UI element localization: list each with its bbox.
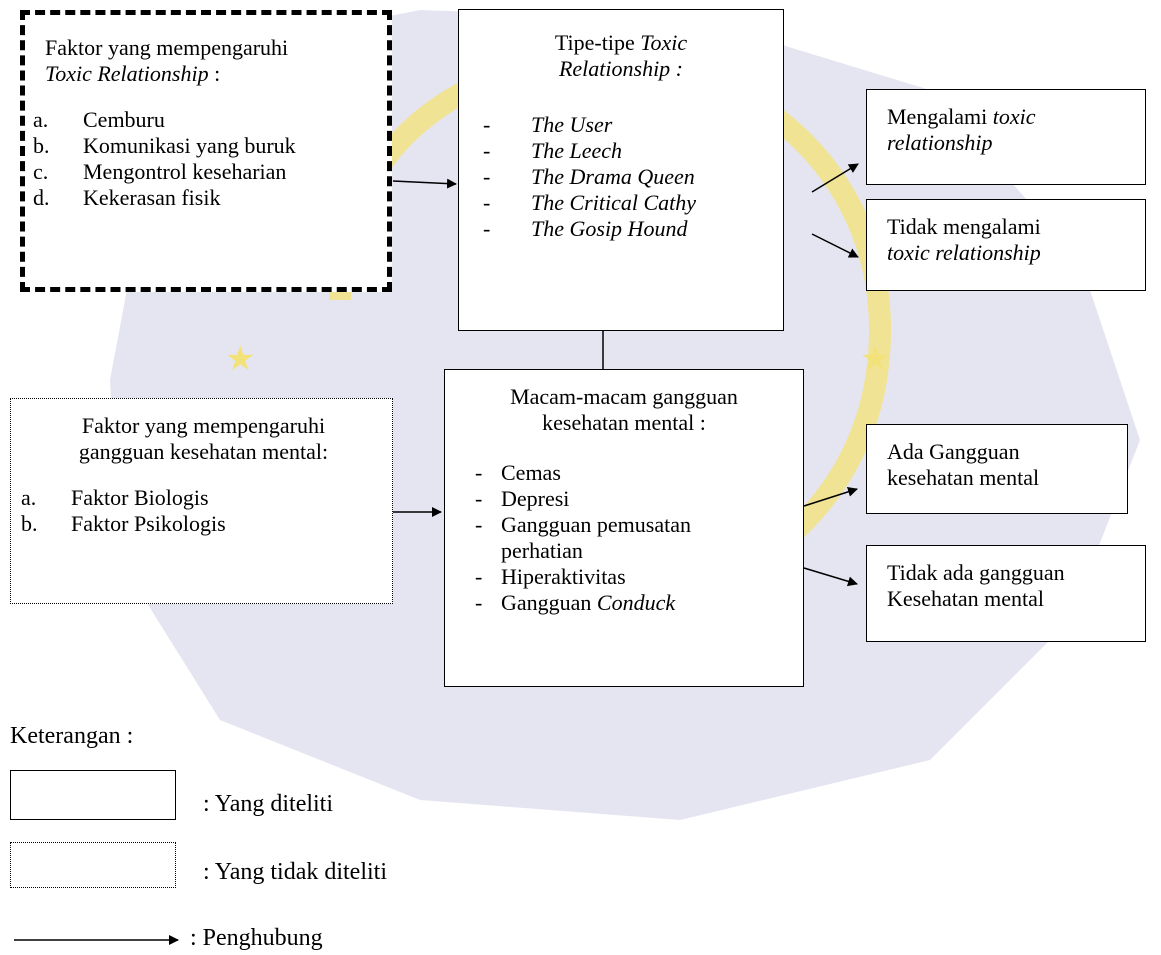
mental-disorders-box: Macam-macam gangguan kesehatan mental : …	[444, 369, 804, 687]
mental-disorder-item: -Hiperaktivitas	[475, 564, 626, 589]
toxic-types-title: Tipe-tipe Toxic Relationship :	[554, 30, 688, 81]
mental-factors-box: Faktor yang mempengaruhi gangguan keseha…	[10, 398, 393, 604]
watermark-star-right: ★	[860, 341, 890, 378]
outcome-toxic-yes-box: Mengalami toxic relationship	[866, 89, 1146, 185]
outcome-toxic-no-line2: toxic relationship	[887, 240, 1041, 265]
mental-disorders-title: Macam-macam gangguan kesehatan mental :	[510, 384, 738, 435]
toxic-type-item: -The Gosip Hound	[483, 216, 688, 241]
outcome-toxic-no-box: Tidak mengalami toxic relationship	[866, 199, 1146, 291]
outcome-toxic-yes-line1: Mengalami toxic	[887, 104, 1036, 129]
outcome-mental-yes-line1: Ada Gangguan	[887, 439, 1020, 464]
mental-disorder-item: -Cemas	[475, 460, 561, 485]
mental-factors-title: Faktor yang mempengaruhi gangguan keseha…	[78, 413, 329, 464]
outcome-mental-yes-box: Ada Gangguan kesehatan mental	[866, 424, 1128, 514]
toxic-type-item: -The Leech	[483, 138, 623, 163]
legend-heading: Keterangan :	[10, 723, 134, 749]
legend-not-researched-label: : Yang tidak diteliti	[203, 859, 388, 885]
toxic-factors-title-line2: Toxic Relationship :	[45, 61, 221, 86]
legend-researched-swatch	[10, 770, 176, 820]
toxic-factor-item: a.Cemburu	[33, 107, 165, 132]
mental-factor-item: a.Faktor Biologis	[21, 485, 209, 510]
toxic-factors-box: Faktor yang mempengaruhi Toxic Relations…	[20, 10, 392, 292]
toxic-factors-title-line1: Faktor yang mempengaruhi	[45, 35, 289, 60]
outcome-toxic-no-line1: Tidak mengalami	[887, 214, 1041, 239]
toxic-factor-item: d.Kekerasan fisik	[33, 185, 221, 210]
legend-connector-label: : Penghubung	[190, 925, 323, 951]
mental-factor-item: b.Faktor Psikologis	[21, 511, 226, 536]
watermark-star-left: ★	[225, 341, 255, 378]
legend-not-researched-swatch	[10, 842, 176, 888]
toxic-types-box: Tipe-tipe Toxic Relationship : -The User…	[458, 9, 784, 331]
mental-disorder-item: -Gangguan Conduck	[475, 590, 676, 615]
toxic-type-item: -The Drama Queen	[483, 164, 695, 189]
mental-disorder-item: -Gangguan pemusatan	[475, 512, 691, 537]
outcome-mental-no-box: Tidak ada gangguan Kesehatan mental	[866, 545, 1146, 642]
toxic-factor-item: c.Mengontrol keseharian	[33, 159, 287, 184]
legend-researched-label: : Yang diteliti	[203, 791, 334, 817]
mental-disorder-item: perhatian	[501, 538, 583, 563]
mental-disorder-item: -Depresi	[475, 486, 570, 511]
outcome-mental-no-line2: Kesehatan mental	[887, 586, 1044, 611]
outcome-mental-yes-line2: kesehatan mental	[887, 465, 1040, 490]
outcome-toxic-yes-line2: relationship	[887, 130, 993, 155]
toxic-type-item: -The Critical Cathy	[483, 190, 696, 215]
toxic-type-item: -The User	[483, 112, 613, 137]
outcome-mental-no-line1: Tidak ada gangguan	[887, 560, 1065, 585]
toxic-factor-item: b.Komunikasi yang buruk	[33, 133, 296, 158]
